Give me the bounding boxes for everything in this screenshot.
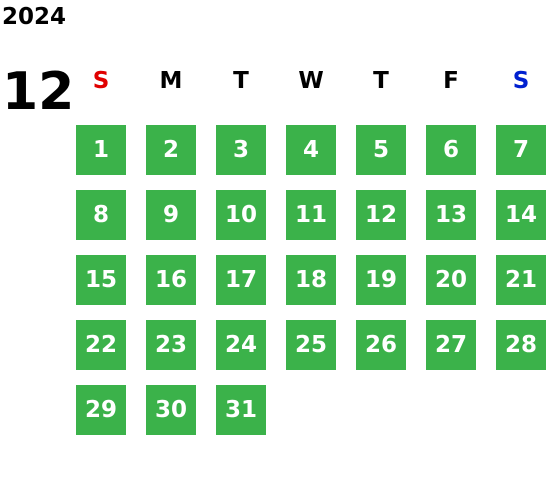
weekday-label: S [92, 68, 110, 94]
year-label: 2024 [2, 4, 67, 30]
day-cell[interactable]: 15 [76, 255, 126, 305]
day-cell[interactable]: 3 [216, 125, 266, 175]
weekday-label: T [373, 68, 389, 94]
weekday-label: W [298, 68, 324, 94]
day-cell[interactable]: 8 [76, 190, 126, 240]
day-cell[interactable]: 5 [356, 125, 406, 175]
day-cell[interactable]: 11 [286, 190, 336, 240]
day-cell[interactable]: 30 [146, 385, 196, 435]
day-cell[interactable]: 10 [216, 190, 266, 240]
day-cell[interactable]: 24 [216, 320, 266, 370]
day-cell[interactable]: 31 [216, 385, 266, 435]
day-cell[interactable]: 22 [76, 320, 126, 370]
day-cell[interactable]: 18 [286, 255, 336, 305]
day-cell[interactable]: 16 [146, 255, 196, 305]
weekday-label: S [512, 68, 530, 94]
day-cell[interactable]: 6 [426, 125, 476, 175]
day-cell[interactable]: 13 [426, 190, 476, 240]
day-cell[interactable]: 17 [216, 255, 266, 305]
weekday-label: T [233, 68, 249, 94]
day-cell[interactable]: 28 [496, 320, 546, 370]
day-cell[interactable]: 2 [146, 125, 196, 175]
day-cell[interactable]: 20 [426, 255, 476, 305]
day-cell[interactable]: 7 [496, 125, 546, 175]
weekday-label: M [159, 68, 183, 94]
day-cell[interactable]: 1 [76, 125, 126, 175]
day-cell[interactable]: 23 [146, 320, 196, 370]
day-cell[interactable]: 19 [356, 255, 406, 305]
month-number: 12 [2, 62, 75, 122]
weekday-label: F [443, 68, 459, 94]
day-cell[interactable]: 12 [356, 190, 406, 240]
day-cell[interactable]: 25 [286, 320, 336, 370]
day-cell[interactable]: 14 [496, 190, 546, 240]
day-cell[interactable]: 21 [496, 255, 546, 305]
day-cell[interactable]: 9 [146, 190, 196, 240]
day-cell[interactable]: 26 [356, 320, 406, 370]
day-cell[interactable]: 4 [286, 125, 336, 175]
day-cell[interactable]: 27 [426, 320, 476, 370]
day-cell[interactable]: 29 [76, 385, 126, 435]
